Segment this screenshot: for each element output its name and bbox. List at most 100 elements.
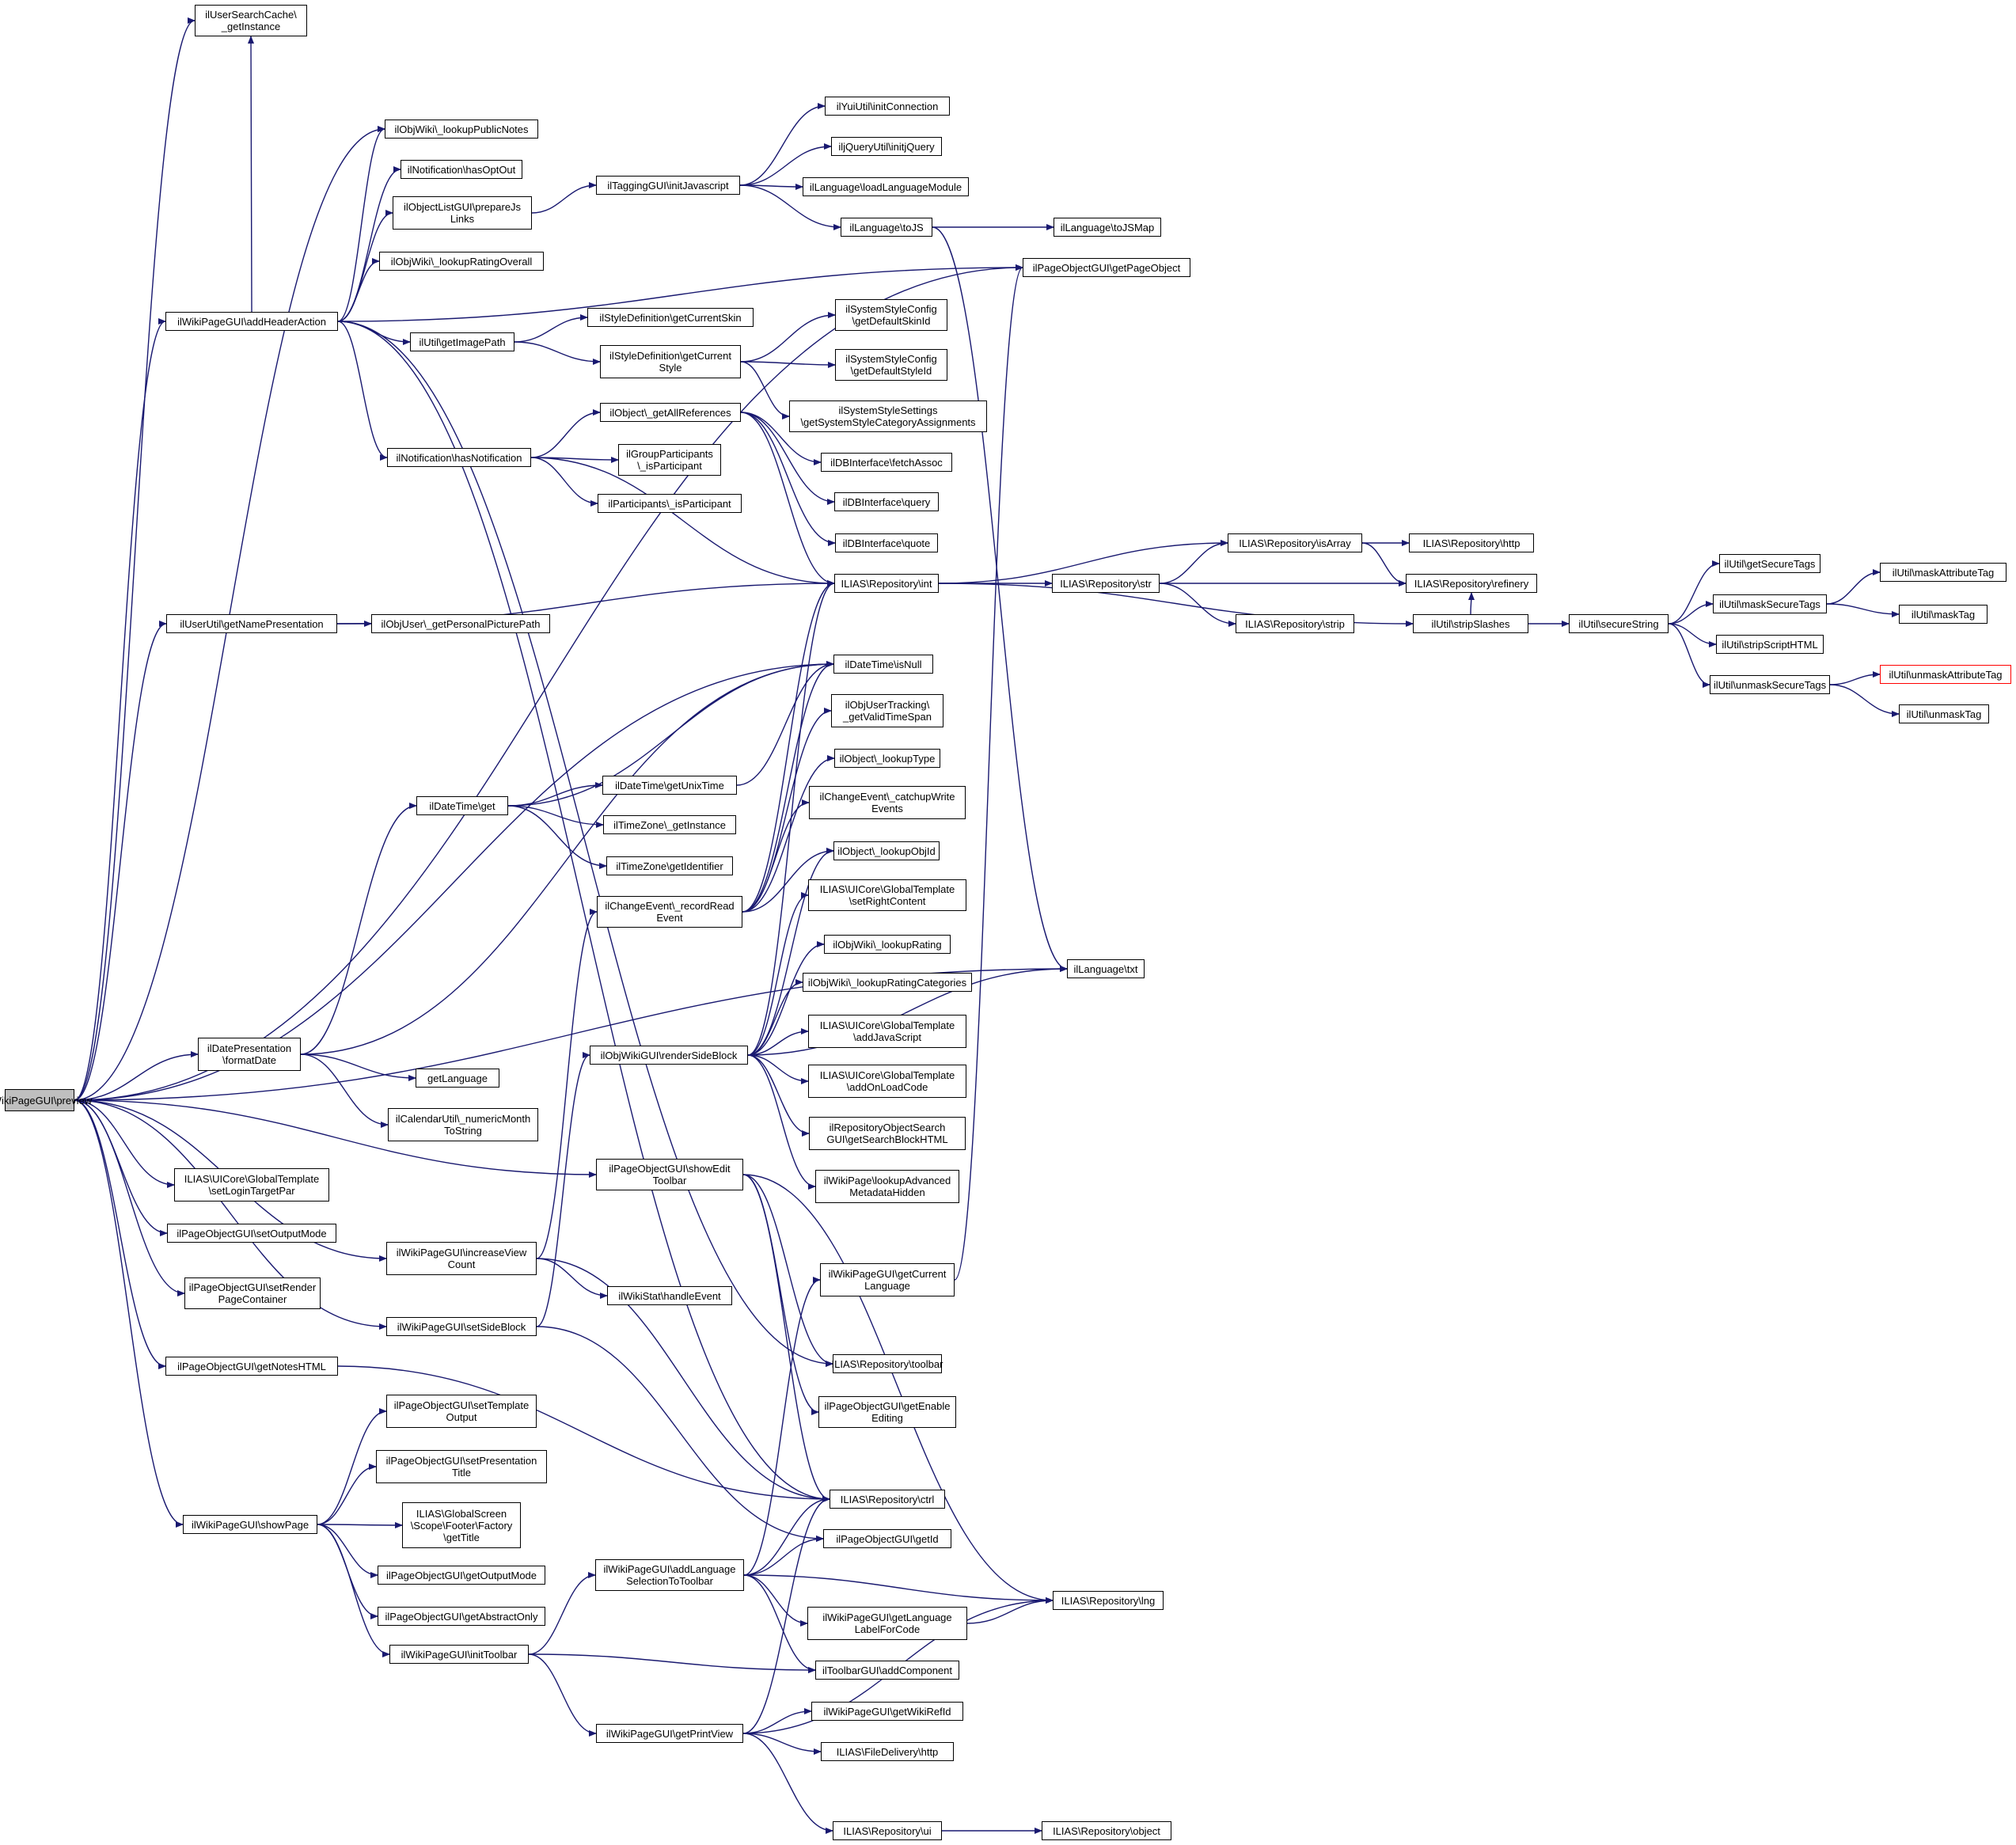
graph-node-addcomp[interactable]: ilToolbarGUI\addComponent [815, 1661, 959, 1680]
graph-node-getpo[interactable]: ilPageObjectGUI\getPageObject [1023, 258, 1190, 277]
graph-node-catchup[interactable]: ilChangeEvent\_catchupWrite Events [809, 786, 966, 819]
graph-node-optout[interactable]: ilNotification\hasOptOut [401, 160, 522, 179]
graph-node-part[interactable]: ilParticipants\_isParticipant [598, 494, 742, 513]
graph-node-hasnotif[interactable]: ilNotification\hasNotification [387, 448, 531, 467]
graph-node-showpage[interactable]: ilWikiPageGUI\showPage [183, 1515, 317, 1534]
graph-node-int[interactable]: ILIAS\Repository\int [834, 574, 939, 593]
graph-node-setout[interactable]: ilPageObjectGUI\setOutputMode [167, 1224, 336, 1243]
graph-node-query[interactable]: ilDBInterface\query [834, 492, 939, 511]
graph-node-addonload[interactable]: ILIAS\UICore\GlobalTemplate \addOnLoadCo… [808, 1065, 966, 1098]
graph-node-enedit[interactable]: ilPageObjectGUI\getEnable Editing [818, 1396, 956, 1428]
graph-node-setlogin[interactable]: ILIAS\UICore\GlobalTemplate \setLoginTar… [174, 1168, 329, 1202]
graph-node-curskin[interactable]: ilStyleDefinition\getCurrentSkin [587, 308, 754, 327]
graph-node-isarr[interactable]: ILIAS\Repository\isArray [1228, 533, 1362, 552]
graph-node-masksec[interactable]: ilUtil\maskSecureTags [1713, 594, 1827, 613]
graph-node-lng[interactable]: ILIAS\Repository\lng [1053, 1591, 1164, 1610]
graph-node-dtget[interactable]: ilDateTime\get [416, 796, 508, 815]
graph-node-quote[interactable]: ilDBInterface\quote [835, 533, 938, 552]
graph-node-curstyle[interactable]: ilStyleDefinition\getCurrent Style [600, 345, 741, 378]
graph-node-wikistat[interactable]: ilWikiStat\handleEvent [607, 1286, 732, 1305]
graph-node-addlangsel[interactable]: ilWikiPageGUI\addLanguage SelectionToToo… [595, 1559, 744, 1591]
graph-node-grppart[interactable]: ilGroupParticipants \_isParticipant [618, 444, 721, 476]
graph-node-ctrl[interactable]: ILIAS\Repository\ctrl [830, 1490, 945, 1509]
graph-node-lkrating[interactable]: ilObjWiki\_lookupRating [824, 935, 951, 954]
graph-node-rhttp[interactable]: ILIAS\Repository\http [1409, 533, 1534, 552]
graph-node-imgpath[interactable]: ilUtil\getImagePath [410, 332, 514, 351]
graph-node-fdhttp[interactable]: ILIAS\FileDelivery\http [821, 1742, 954, 1761]
graph-node-lkobjid[interactable]: ilObject\_lookupObjId [833, 841, 940, 860]
graph-node-setrender[interactable]: ilPageObjectGUI\setRender PageContainer [184, 1277, 321, 1309]
graph-node-setprestitle[interactable]: ilPageObjectGUI\setPresentation Title [376, 1450, 547, 1483]
graph-node-langlabel[interactable]: ilWikiPageGUI\getLanguage LabelForCode [807, 1607, 967, 1640]
graph-node-masktag[interactable]: ilUtil\maskTag [1899, 605, 1988, 624]
graph-node-inittb[interactable]: ilWikiPageGUI\initToolbar [389, 1645, 529, 1664]
graph-node-strip[interactable]: ILIAS\Repository\strip [1236, 614, 1354, 633]
graph-node-pubnotes[interactable]: ilObjWiki\_lookupPublicNotes [385, 120, 538, 139]
call-edge-curstyle-to-defskin [740, 312, 836, 363]
graph-node-usc[interactable]: ilUserSearchCache\ _getInstance [195, 5, 307, 36]
graph-node-datepres[interactable]: ilDatePresentation \formatDate [198, 1038, 301, 1071]
graph-node-defskin[interactable]: ilSystemStyleConfig \getDefaultSkinId [835, 299, 947, 331]
graph-node-yui[interactable]: ilYuiUtil\initConnection [825, 97, 950, 116]
graph-node-tojsmap[interactable]: ilLanguage\toJSMap [1054, 218, 1161, 237]
graph-node-settplout[interactable]: ilPageObjectGUI\setTemplate Output [386, 1395, 537, 1428]
graph-node-robject[interactable]: ILIAS\Repository\object [1042, 1821, 1171, 1840]
graph-node-getlang[interactable]: getLanguage [416, 1069, 499, 1088]
graph-node-advmeta[interactable]: ilWikiPage\lookupAdvanced MetadataHidden [815, 1170, 959, 1203]
graph-node-nummonth[interactable]: ilCalendarUtil\_numericMonth ToString [388, 1108, 538, 1141]
graph-node-validts[interactable]: ilObjUserTracking\ _getValidTimeSpan [831, 694, 943, 727]
graph-node-defstyle[interactable]: ilSystemStyleConfig \getDefaultStyleId [835, 349, 947, 381]
graph-node-unmaskattr[interactable]: ilUtil\unmaskAttributeTag [1880, 665, 2011, 684]
graph-node-renderside[interactable]: ilObjWikiGUI\renderSideBlock [590, 1046, 748, 1065]
graph-node-secstr[interactable]: ilUtil\secureString [1569, 614, 1669, 633]
graph-node-getsec[interactable]: ilUtil\getSecureTags [1719, 554, 1820, 573]
graph-node-isnull[interactable]: ilDateTime\isNull [833, 655, 933, 674]
graph-node-printview[interactable]: ilWikiPageGUI\getPrintView [596, 1724, 743, 1743]
graph-node-unmasktag[interactable]: ilUtil\unmaskTag [1899, 704, 1989, 723]
call-edge-addlangsel-to-langlabel [743, 1574, 808, 1627]
call-edge-allref-to-quote [740, 412, 836, 546]
graph-node-wikirefid[interactable]: ilWikiPageGUI\getWikiRefId [811, 1702, 963, 1721]
graph-node-getid[interactable]: ilPageObjectGUI\getId [823, 1529, 951, 1548]
graph-node-recread[interactable]: ilChangeEvent\_recordRead Event [597, 896, 742, 928]
graph-node-searchblk[interactable]: ilRepositoryObjectSearch GUI\getSearchBl… [809, 1117, 966, 1150]
call-edge-curstyle-to-defstyle [740, 361, 836, 368]
graph-node-ratov[interactable]: ilObjWiki\_lookupRatingOverall [379, 252, 544, 271]
graph-node-curlang[interactable]: ilWikiPageGUI\getCurrent Language [820, 1263, 955, 1296]
graph-node-loadlang[interactable]: ilLanguage\loadLanguageModule [803, 177, 969, 196]
graph-node-rtoolbar[interactable]: ILIAS\Repository\toolbar [832, 1354, 943, 1373]
graph-node-notes[interactable]: ilPageObjectGUI\getNotesHTML [165, 1357, 338, 1376]
graph-node-str[interactable]: ILIAS\Repository\str [1052, 574, 1160, 593]
graph-node-lkratcat[interactable]: ilObjWiki\_lookupRatingCategories [803, 973, 972, 992]
graph-node-rui[interactable]: ILIAS\Repository\ui [833, 1821, 942, 1840]
graph-node-unixt[interactable]: ilDateTime\getUnixTime [602, 776, 737, 795]
graph-node-setside[interactable]: ilWikiPageGUI\setSideBlock [386, 1317, 537, 1336]
graph-node-tojs[interactable]: ilLanguage\toJS [841, 218, 932, 237]
graph-node-incview[interactable]: ilWikiPageGUI\increaseView Count [386, 1242, 537, 1275]
graph-node-persopic[interactable]: ilObjUser\_getPersonalPicturePath [371, 614, 550, 633]
graph-node-lktype[interactable]: ilObject\_lookupType [834, 749, 940, 768]
graph-node-jq[interactable]: iljQueryUtil\initjQuery [831, 137, 942, 156]
graph-node-tzinst[interactable]: ilTimeZone\_getInstance [603, 815, 736, 834]
graph-node-getout[interactable]: ilPageObjectGUI\getOutputMode [378, 1566, 545, 1585]
graph-node-abstract[interactable]: ilPageObjectGUI\getAbstractOnly [378, 1607, 545, 1626]
graph-node-setright[interactable]: ILIAS\UICore\GlobalTemplate \setRightCon… [808, 879, 966, 911]
graph-node-refinery[interactable]: ILIAS\Repository\refinery [1406, 574, 1537, 593]
graph-node-footer[interactable]: ILIAS\GlobalScreen \Scope\Footer\Factory… [402, 1502, 521, 1548]
graph-node-stripscr[interactable]: ilUtil\stripScriptHTML [1716, 635, 1824, 654]
graph-node-tzid[interactable]: ilTimeZone\getIdentifier [606, 856, 733, 875]
graph-node-maskattr[interactable]: ilUtil\maskAttributeTag [1880, 563, 2007, 582]
graph-node-addhdr[interactable]: ilWikiPageGUI\addHeaderAction [165, 312, 338, 331]
graph-node-fetch[interactable]: ilDBInterface\fetchAssoc [821, 453, 952, 472]
graph-node-prepjs[interactable]: ilObjectListGUI\prepareJs Links [393, 196, 532, 230]
graph-node-unmasksec[interactable]: ilUtil\unmaskSecureTags [1710, 675, 1830, 694]
graph-node-stylecat[interactable]: ilSystemStyleSettings \getSystemStyleCat… [789, 401, 987, 432]
graph-node-root[interactable]: ilWikiPageGUI\preview [0, 1089, 92, 1111]
graph-node-namepres[interactable]: ilUserUtil\getNamePresentation [166, 614, 337, 633]
graph-node-addjs[interactable]: ILIAS\UICore\GlobalTemplate \addJavaScri… [808, 1015, 966, 1048]
graph-node-allref[interactable]: ilObject\_getAllReferences [600, 403, 741, 422]
graph-node-txt[interactable]: ilLanguage\txt [1067, 959, 1145, 978]
graph-node-showedit[interactable]: ilPageObjectGUI\showEdit Toolbar [596, 1159, 743, 1190]
graph-node-tagjs[interactable]: ilTaggingGUI\initJavascript [596, 176, 740, 195]
graph-node-stripsl[interactable]: ilUtil\stripSlashes [1413, 614, 1528, 633]
